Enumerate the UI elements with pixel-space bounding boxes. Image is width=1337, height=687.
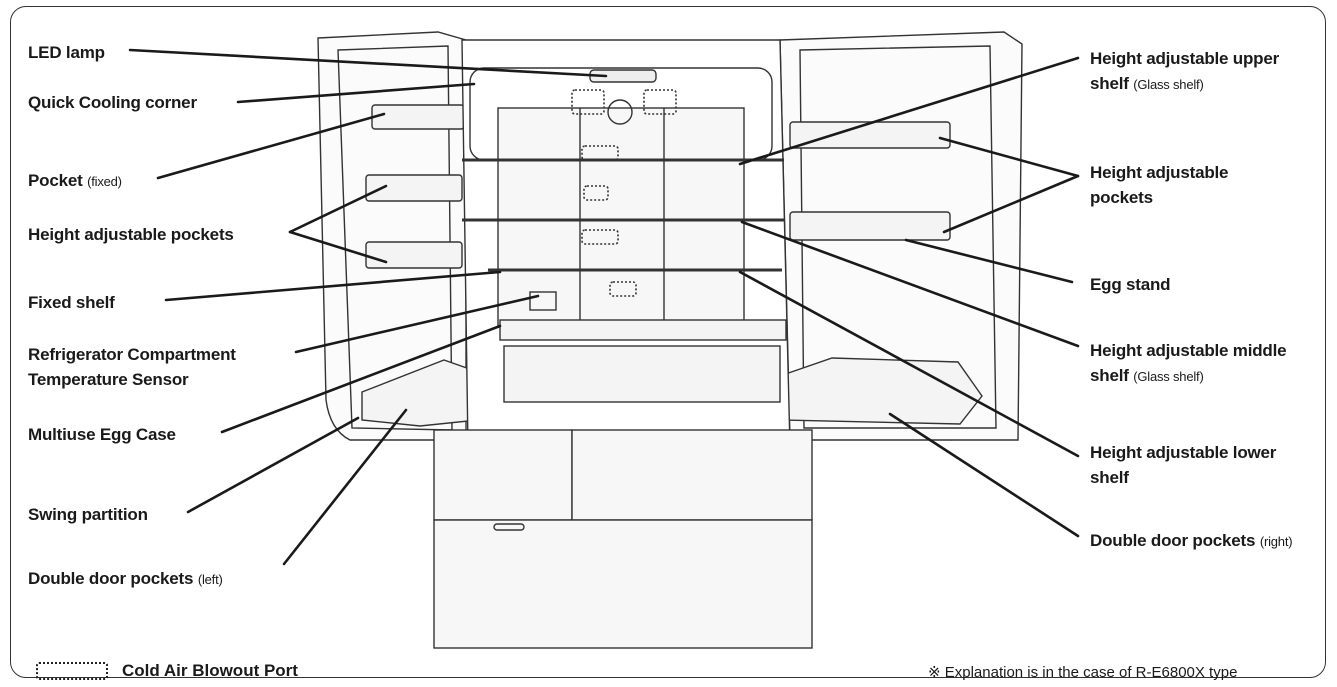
interior-back [497, 107, 745, 327]
label-text: shelf [1090, 74, 1129, 93]
lower-drawer-right [571, 429, 813, 521]
label-text: Multiuse Egg Case [28, 425, 176, 444]
drawer-handle [493, 523, 525, 531]
blowout-port [581, 229, 619, 245]
label-text: Height adjustable middle [1090, 341, 1287, 360]
blowout-port [571, 89, 605, 115]
blowout-port [643, 89, 677, 115]
right-door-inner [799, 45, 997, 429]
left-pocket-fixed [371, 104, 465, 130]
blowout-port [609, 281, 637, 297]
blowout-port [583, 185, 609, 201]
label-text: shelf [1090, 468, 1129, 487]
label-subtext: (Glass shelf) [1133, 369, 1204, 384]
label-text: Fixed shelf [28, 293, 115, 312]
label-temperature-sensor: Refrigerator Compartment Temperature Sen… [28, 342, 236, 392]
label-text: Double door pockets [28, 569, 194, 588]
label-subtext: (Glass shelf) [1133, 77, 1204, 92]
label-text: Double door pockets [1090, 531, 1256, 550]
label-text: Refrigerator Compartment [28, 345, 236, 364]
label-height-adjustable-pockets-right: Height adjustable pockets [1090, 160, 1228, 210]
blowout-port [581, 145, 619, 161]
label-fixed-shelf: Fixed shelf [28, 290, 115, 315]
sensor-housing [529, 291, 557, 311]
label-text: Quick Cooling corner [28, 93, 197, 112]
diagram-frame [10, 6, 1326, 678]
label-subtext: (right) [1259, 534, 1293, 549]
legend-cold-air-blowout-port: Cold Air Blowout Port [122, 661, 298, 680]
label-egg-stand: Egg stand [1090, 272, 1171, 297]
label-text: Egg stand [1090, 275, 1171, 294]
label-text: pockets [1090, 188, 1153, 207]
left-pocket-adjustable-1 [365, 174, 463, 202]
model-note: ※ Explanation is in the case of R-E6800X… [928, 664, 1238, 681]
label-text: Height adjustable upper [1090, 49, 1280, 68]
label-text: Temperature Sensor [28, 370, 189, 389]
label-text: Height adjustable [1090, 163, 1229, 182]
label-text: Height adjustable pockets [28, 225, 234, 244]
label-upper-shelf: Height adjustable upper shelf (Glass she… [1090, 46, 1279, 97]
cooling-fan [607, 99, 633, 125]
label-text: Swing partition [28, 505, 148, 524]
label-subtext: (fixed) [87, 174, 122, 189]
label-subtext: (left) [197, 572, 223, 587]
right-pocket-adjustable-1 [789, 121, 951, 149]
label-text: Pocket [28, 171, 83, 190]
label-middle-shelf: Height adjustable middle shelf (Glass sh… [1090, 338, 1287, 389]
label-led-lamp: LED lamp [28, 40, 105, 65]
freezer-drawer [433, 519, 813, 649]
right-door-pocket [773, 357, 983, 425]
fixed-shelf [499, 319, 787, 341]
label-pocket-fixed: Pocket (fixed) [28, 168, 122, 194]
label-text: LED lamp [28, 43, 105, 62]
crisper-drawer [503, 345, 781, 403]
label-text: shelf [1090, 366, 1129, 385]
label-height-adjustable-pockets-left: Height adjustable pockets [28, 222, 234, 247]
label-swing-partition: Swing partition [28, 502, 148, 527]
label-multiuse-egg-case: Multiuse Egg Case [28, 422, 176, 447]
label-double-door-pockets-left: Double door pockets (left) [28, 566, 223, 592]
label-lower-shelf: Height adjustable lower shelf [1090, 440, 1276, 490]
left-pocket-adjustable-2 [365, 241, 463, 269]
lower-drawer-left [433, 429, 573, 521]
label-double-door-pockets-right: Double door pockets (right) [1090, 528, 1293, 554]
legend-dotted-box-icon [36, 662, 108, 680]
label-text: Height adjustable lower [1090, 443, 1277, 462]
right-pocket-adjustable-2 [789, 211, 951, 241]
label-quick-cooling-corner: Quick Cooling corner [28, 90, 197, 115]
